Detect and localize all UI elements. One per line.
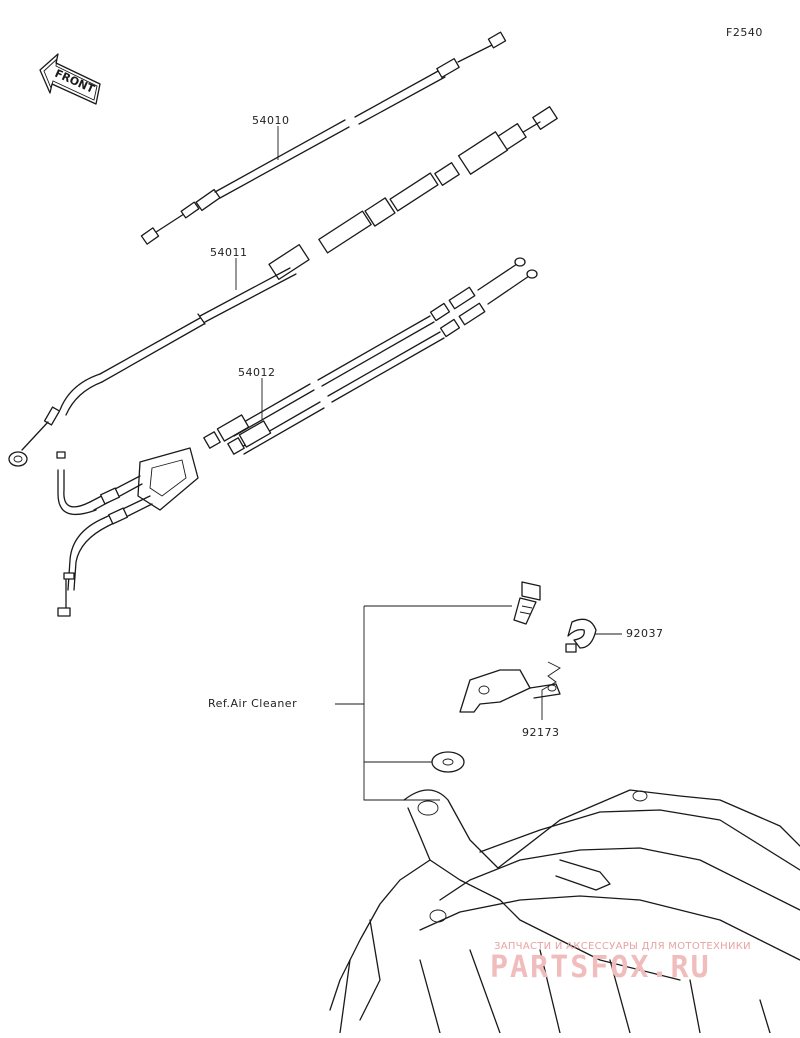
bracket-92173[interactable]	[459, 669, 561, 713]
leader-lines	[235, 126, 622, 801]
cable-54010[interactable]	[140, 31, 507, 245]
clamp-92037[interactable]	[565, 618, 597, 653]
front-arrow-icon: FRONT	[39, 53, 101, 105]
figure-code: F2540	[726, 26, 763, 39]
watermark-logo: PARTSFOX.RU	[490, 950, 711, 985]
watermark-subtitle: ЗАПЧАСТИ И АКСЕССУАРЫ ДЛЯ МОТОТЕХНИКИ	[494, 941, 751, 952]
washer[interactable]	[431, 751, 465, 773]
ref-air-cleaner-label: Ref.Air Cleaner	[208, 697, 298, 710]
bolt[interactable]	[513, 581, 541, 625]
part-number-54010[interactable]: 54010	[252, 114, 290, 127]
part-number-92037[interactable]: 92037	[626, 627, 664, 640]
cable-54012[interactable]	[56, 257, 538, 617]
air-cleaner-housing	[329, 789, 800, 1034]
part-number-54011[interactable]: 54011	[210, 246, 248, 259]
cable-54011[interactable]	[8, 106, 558, 467]
part-number-54012[interactable]: 54012	[238, 366, 276, 379]
part-number-92173[interactable]: 92173	[522, 726, 560, 739]
